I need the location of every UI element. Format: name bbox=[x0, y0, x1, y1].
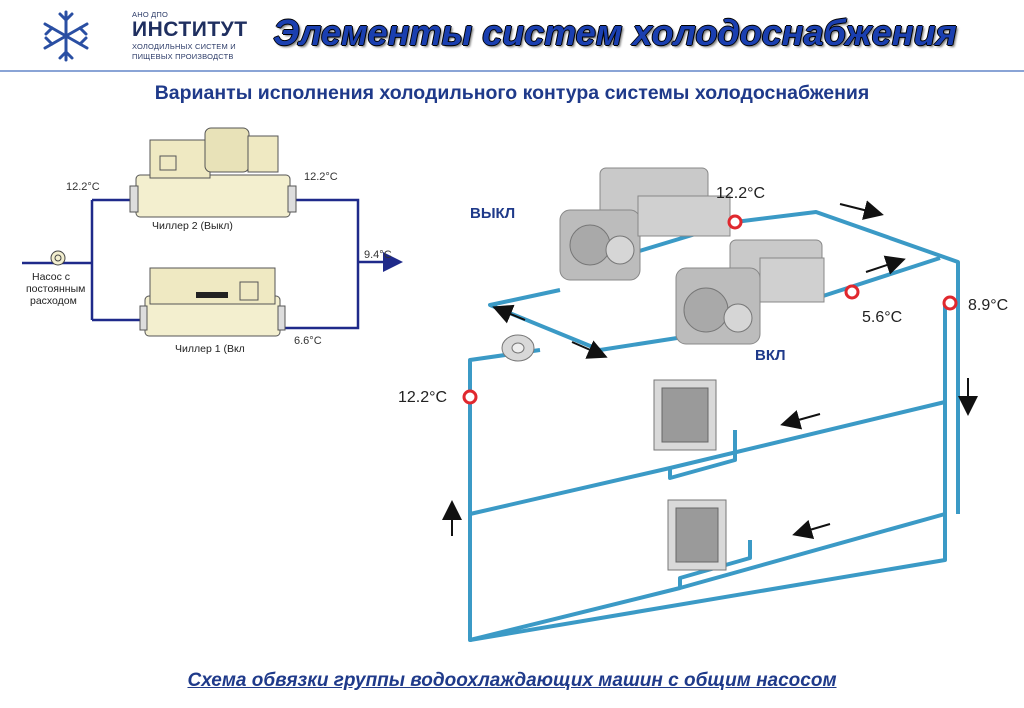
pump-icon bbox=[51, 251, 65, 265]
coil-unit-upper bbox=[654, 380, 716, 450]
pump-label-1: Насос с bbox=[32, 271, 70, 283]
chiller-1-label: Чиллер 1 (Вкл bbox=[175, 343, 245, 355]
pump-label-3: расходом bbox=[30, 295, 77, 307]
pump-label-2: постоянным bbox=[26, 283, 85, 295]
right-temp-supply: 8.9°C bbox=[968, 297, 1008, 314]
right-temp-top: 12.2°C bbox=[716, 185, 765, 202]
coil-unit-lower bbox=[668, 500, 726, 570]
left-temp-out-bottom: 6.6°C bbox=[294, 335, 322, 347]
diagram-caption: Схема обвязки группы водоохлаждающих маш… bbox=[0, 670, 1024, 692]
state-off-label: ВЫКЛ bbox=[470, 205, 515, 222]
sensor-supply bbox=[944, 297, 956, 309]
flow-arrows bbox=[452, 204, 968, 536]
left-temp-mix: 9.4°C bbox=[364, 249, 392, 261]
right-temp-on-out: 5.6°C bbox=[862, 309, 902, 326]
chiller-off-unit bbox=[560, 168, 730, 280]
left-temp-in-top: 12.2°C bbox=[66, 181, 100, 193]
state-on-label: ВКЛ bbox=[755, 347, 786, 364]
left-temp-out-top: 12.2°C bbox=[304, 171, 338, 183]
right-pump-icon bbox=[502, 335, 534, 361]
chiller-1-unit bbox=[140, 268, 285, 336]
chiller-2-unit bbox=[130, 128, 296, 217]
left-schematic: 12.2°C 12.2°C 9.4°C 6.6°C Чиллер 2 (Выкл… bbox=[22, 128, 398, 355]
chiller-on-unit bbox=[676, 240, 824, 344]
right-temp-return: 12.2°C bbox=[398, 389, 447, 406]
chiller-2-label: Чиллер 2 (Выкл) bbox=[152, 220, 233, 232]
sensor-return bbox=[464, 391, 476, 403]
right-schematic: ВЫКЛ ВКЛ 12.2°C 5.6°C 8.9°C 12.2°C bbox=[398, 168, 1008, 640]
sensor-on-out bbox=[846, 286, 858, 298]
sensor-top bbox=[729, 216, 741, 228]
